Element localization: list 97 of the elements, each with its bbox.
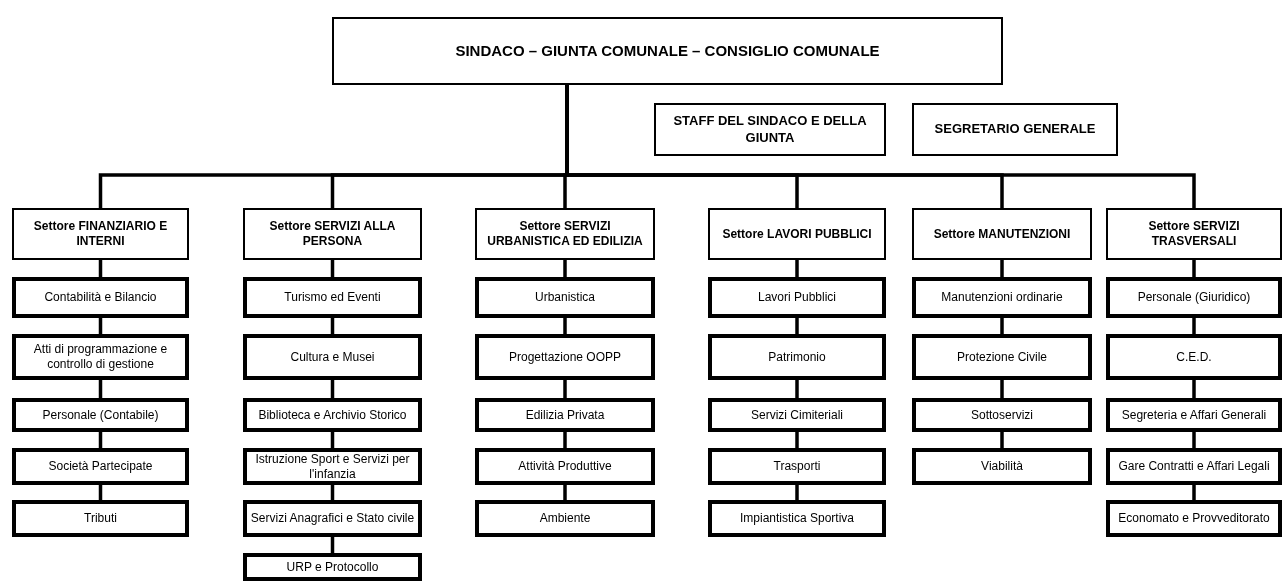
box-label: Tributi — [84, 511, 117, 526]
title-box — [654, 103, 886, 156]
box-label: Biblioteca e Archivio Storico — [258, 407, 407, 423]
department-box — [1106, 208, 1282, 260]
box-label: Istruzione Sport e Servizi per l'infanzia — [254, 451, 411, 482]
box-label: Società Partecipate — [48, 459, 153, 474]
office-box — [243, 277, 422, 318]
box-label: Viabilità — [981, 459, 1023, 474]
box-label: Settore SERVIZI ALLA PERSONA — [268, 219, 397, 249]
office-box — [12, 398, 189, 432]
department-box — [243, 208, 422, 260]
box-label: Turismo ed Eventi — [284, 290, 381, 305]
office-box — [1106, 500, 1282, 537]
department-box — [475, 208, 655, 260]
box-label: Patrimonio — [768, 349, 826, 365]
office-box — [475, 448, 655, 485]
office-box — [708, 277, 886, 318]
office-box — [475, 277, 655, 318]
connector-line — [563, 380, 567, 398]
box-label: Settore SERVIZI URBANISTICA ED EDILIZIA — [486, 219, 644, 249]
connector-line — [795, 432, 799, 448]
office-box — [708, 500, 886, 537]
box-label: SINDACO – GIUNTA COMUNALE – CONSIGLIO COMUNALE — [455, 41, 880, 61]
office-box — [708, 398, 886, 432]
office-box — [475, 334, 655, 380]
office-box — [912, 448, 1092, 485]
box-label: Settore SERVIZI TRASVERSALI — [1147, 219, 1241, 249]
box-label: Contabilità e Bilancio — [44, 290, 157, 305]
connector-line — [1000, 380, 1004, 398]
box-label: Atti di programmazione e controllo di gestione — [32, 342, 169, 372]
office-box — [12, 277, 189, 318]
office-box — [243, 553, 422, 581]
box-label: Settore FINANZIARIO E INTERNI — [32, 219, 169, 249]
box-label: Servizi Anagrafici e Stato civile — [250, 511, 415, 526]
box-label: Lavori Pubblici — [757, 290, 836, 305]
box-label: Urbanistica — [535, 290, 595, 305]
box-label: Manutenzioni ordinarie — [941, 290, 1063, 305]
box-label: Personale (Contabile) — [42, 407, 159, 423]
office-box — [708, 448, 886, 485]
box-label: Sottoservizi — [971, 407, 1033, 423]
office-box — [1106, 334, 1282, 380]
box-label: Trasporti — [773, 459, 821, 474]
office-box — [12, 448, 189, 485]
box-label: Personale (Giuridico) — [1137, 290, 1251, 305]
office-box — [912, 334, 1092, 380]
connector-line — [795, 380, 799, 398]
office-box — [912, 277, 1092, 318]
office-box — [912, 398, 1092, 432]
connector-line — [1192, 485, 1196, 500]
office-box — [475, 398, 655, 432]
department-box — [912, 208, 1092, 260]
office-box — [12, 334, 189, 380]
connector-line — [795, 318, 799, 334]
box-label: Edilizia Privata — [525, 407, 605, 423]
office-box — [243, 334, 422, 380]
box-label: SEGRETARIO GENERALE — [934, 121, 1096, 138]
connector-line — [1000, 432, 1004, 448]
box-label: Ambiente — [539, 511, 591, 526]
connector-line — [563, 318, 567, 334]
office-box — [1106, 398, 1282, 432]
connector-line — [1192, 432, 1196, 448]
box-label: Protezione Civile — [956, 349, 1047, 365]
connector-line — [563, 260, 567, 277]
office-box — [12, 500, 189, 537]
box-label: Cultura e Musei — [290, 349, 375, 365]
box-label: Settore MANUTENZIONI — [933, 226, 1071, 242]
connector-line — [795, 260, 799, 277]
box-label: Settore LAVORI PUBBLICI — [722, 226, 872, 242]
connector-line — [1192, 318, 1196, 334]
office-box — [708, 334, 886, 380]
box-label: Progettazione OOPP — [508, 349, 622, 365]
office-box — [243, 398, 422, 432]
connector-line — [1192, 380, 1196, 398]
connector-line — [563, 485, 567, 500]
connector-line — [1000, 260, 1004, 277]
department-box — [708, 208, 886, 260]
office-box — [1106, 448, 1282, 485]
office-box — [475, 500, 655, 537]
title-box — [912, 103, 1118, 156]
office-box — [243, 500, 422, 537]
box-label: Segreteria e Affari Generali — [1121, 407, 1267, 423]
box-label: C.E.D. — [1176, 349, 1212, 365]
box-label: Economato e Provveditorato — [1118, 511, 1270, 526]
box-label: Impiantistica Sportiva — [739, 511, 854, 526]
box-label: STAFF DEL SINDACO E DELLA GIUNTA — [672, 113, 868, 146]
connector-line — [795, 485, 799, 500]
title-box — [332, 17, 1003, 85]
office-box — [1106, 277, 1282, 318]
department-box — [12, 208, 189, 260]
office-box — [243, 448, 422, 485]
box-label: URP e Protocollo — [286, 559, 379, 575]
box-label: Servizi Cimiteriali — [751, 407, 843, 423]
box-label: Attività Produttive — [518, 459, 612, 474]
connector-line — [1192, 260, 1196, 277]
box-label: Gare Contratti e Affari Legali — [1118, 459, 1270, 474]
connector-line — [1000, 318, 1004, 334]
connector-line — [563, 432, 567, 448]
